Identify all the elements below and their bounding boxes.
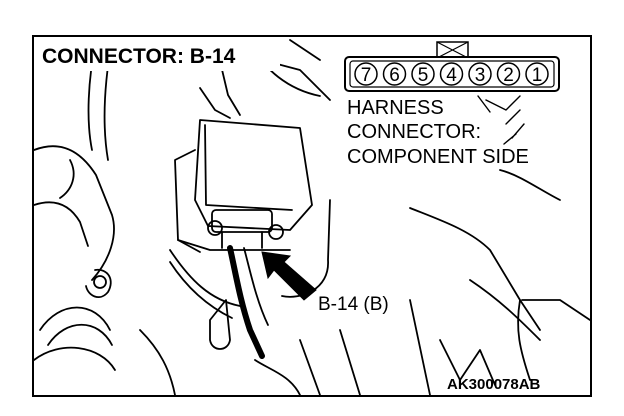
- harness-label-line-3: COMPONENT SIDE: [347, 146, 529, 168]
- engine-illustration: [33, 39, 591, 396]
- pin-1-label: 1: [532, 65, 543, 86]
- title-box: [36, 39, 280, 71]
- pin-1-outline: [525, 62, 549, 86]
- pin-6-outline: [382, 62, 407, 86]
- harness-label-line-2: CONNECTOR:: [347, 121, 481, 143]
- harness-label: HARNESS CONNECTOR: COMPONENT SIDE: [347, 97, 529, 168]
- pin-2-outline: [496, 62, 521, 86]
- pin-3-outline: [468, 62, 492, 86]
- pin-5-label: 5: [418, 65, 429, 86]
- pointer-arrow: [261, 251, 317, 301]
- pin-3-label: 3: [475, 65, 486, 86]
- pin-7-outline: [354, 62, 378, 86]
- diagram-frame: [32, 35, 592, 397]
- pin-7-label: 7: [361, 65, 372, 86]
- pin-4-outline: [439, 62, 464, 86]
- pin-6-label: 6: [389, 65, 400, 86]
- pointer-label: B-14 (B): [318, 294, 389, 315]
- harness-label-line-1: HARNESS: [347, 97, 444, 119]
- harness-leader-line: [477, 95, 525, 145]
- figure-id: AK300078AB: [447, 376, 541, 393]
- pin-4-label: 4: [446, 65, 457, 86]
- pin-5-outline: [411, 62, 435, 86]
- pin-2-label: 2: [503, 65, 514, 86]
- connector-title: CONNECTOR: B-14: [42, 45, 236, 68]
